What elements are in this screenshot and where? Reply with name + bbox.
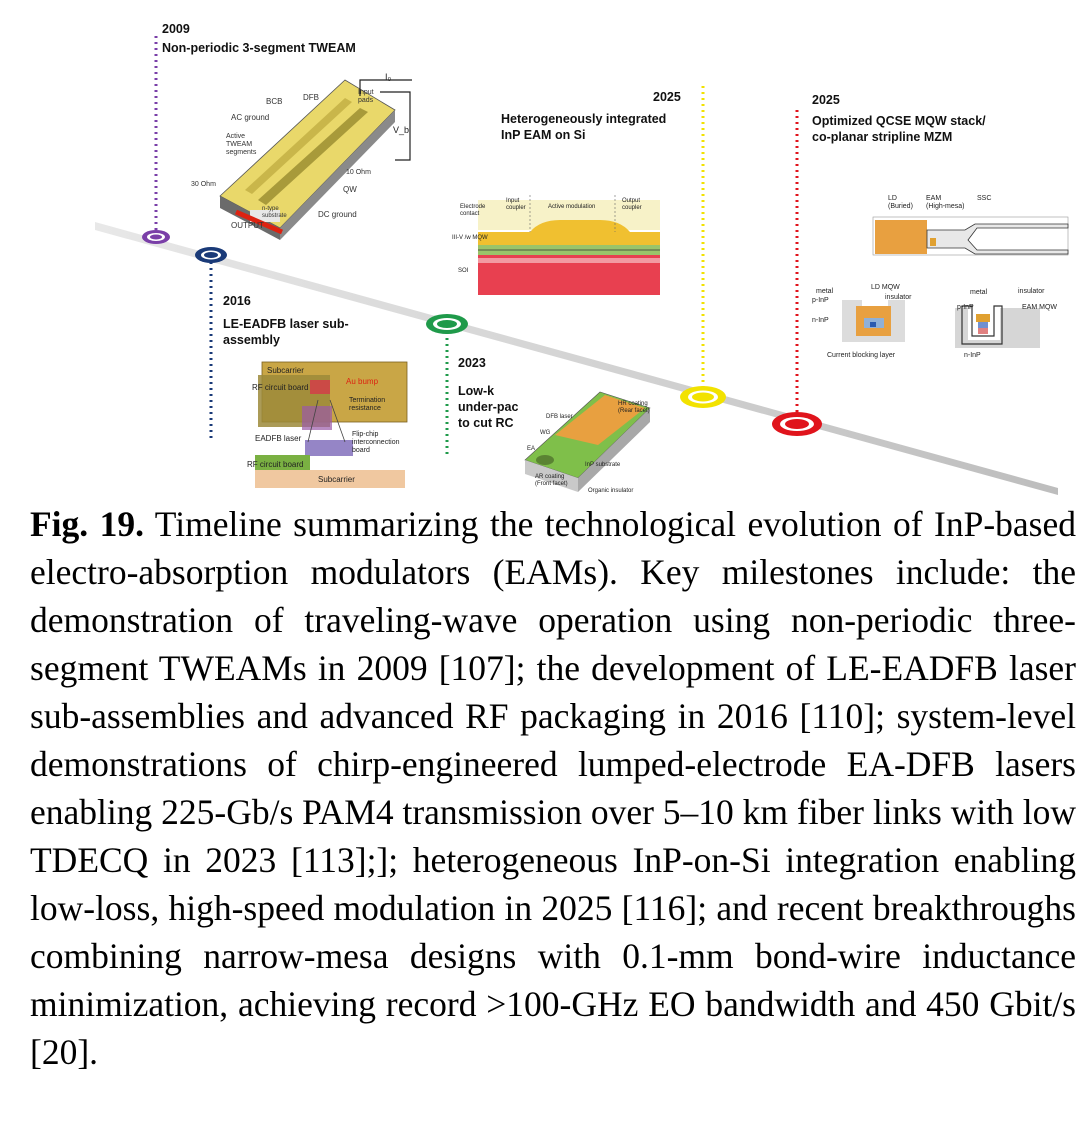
lowk-ea-label: EA	[527, 446, 535, 452]
milestone-2016-label: LE-EADFB laser sub- assembly	[223, 317, 349, 347]
eadfb-rfboard-bottom-label: RF circuit board	[247, 460, 303, 469]
milestone-2023-label: Low-k under-pac to cut RC	[458, 384, 519, 430]
tweam-bcb-label: BCB	[266, 97, 282, 106]
mzm-insulator1-label: insulator	[885, 294, 912, 301]
caption-text: Timeline summarizing the technological e…	[30, 504, 1076, 1072]
tweam-30ohm-label: 30 Ohm	[191, 181, 216, 188]
caption-figure-number: Fig. 19.	[30, 504, 144, 544]
tweam-acground-label: AC ground	[231, 113, 269, 122]
marker-2023	[426, 314, 468, 334]
tweam-dfb-label: DFB	[303, 93, 319, 102]
si-soi-label: SOI	[458, 268, 469, 274]
si-mqw-label: III-V /w MQW	[452, 235, 488, 241]
tweam-10ohm-label: 10 Ohm	[346, 169, 371, 176]
milestone-2025-mzm-year: 2025	[812, 93, 840, 107]
lowk-ar-label: AR coating(Front facet)	[535, 474, 568, 487]
mzm-ssc-label: SSC	[977, 195, 991, 202]
milestone-2025-mzm-label: Optimized QCSE MQW stack/ co-planar stri…	[812, 114, 986, 144]
marker-2025-si	[680, 386, 726, 408]
mzm-cbl-label: Current blocking layer	[827, 352, 896, 359]
mzm-ninp2-label: n-InP	[964, 352, 981, 359]
lowk-dfb-label: DFB laser	[546, 414, 573, 420]
mzm-insulator2-label: insulator	[1018, 288, 1045, 295]
si-active-label: Active modulation	[548, 204, 595, 210]
eadfb-subcarrier-bottom-label: Subcarrier	[318, 475, 355, 484]
tweam-vb-label: V_b	[393, 125, 409, 135]
eadfb-rfboard-top-label: RF circuit board	[252, 383, 308, 392]
mzm-metal1-label: metal	[816, 288, 834, 295]
tweam-dcground-label: DC ground	[318, 210, 357, 219]
mzm-illustration: LD(Buried) EAM(High-mesa) SSC metal LD M…	[812, 195, 1069, 359]
eadfb-aubump-label: Au bump	[346, 377, 379, 386]
milestone-2025-si-year: 2025	[653, 90, 681, 104]
tweam-output-label: OUTPUT	[231, 221, 264, 230]
mzm-ninp1-label: n-InP	[812, 317, 829, 324]
marker-2025-mzm	[772, 412, 822, 436]
lowk-hr-label: HR coating(Rear facet)	[618, 401, 650, 414]
lowk-wg-label: WG	[540, 430, 551, 436]
milestone-2025-si-label: Heterogeneously integrated InP EAM on Si	[501, 112, 667, 142]
eadfb-laser-label: EADFB laser	[255, 434, 302, 443]
tweam-io-label: I₀	[385, 72, 392, 82]
figure-caption: Fig. 19. Timeline summarizing the techno…	[30, 500, 1076, 1076]
milestone-2016-year: 2016	[223, 294, 251, 308]
mzm-ld-label: LD(Buried)	[888, 195, 913, 210]
mzm-pinp2-label: p-InP	[957, 304, 974, 311]
mzm-metal2-label: metal	[970, 289, 988, 296]
marker-2016	[195, 247, 227, 263]
lowk-inp-label: InP substrate	[585, 462, 621, 468]
mzm-eammqw-label: EAM MQW	[1022, 304, 1057, 311]
eadfb-subcarrier-top-label: Subcarrier	[267, 366, 304, 375]
lowk-organic-label: Organic insulator	[588, 488, 633, 494]
mzm-eam-label: EAM(High-mesa)	[926, 195, 965, 210]
milestone-2023-year: 2023	[458, 356, 486, 370]
mzm-pinp1-label: p-InP	[812, 297, 829, 304]
lowk-underpad-illustration: HR coating(Rear facet) DFB laser WG EA A…	[524, 391, 651, 494]
tweam-qw-label: QW	[343, 185, 357, 194]
marker-2009	[142, 230, 170, 244]
milestone-2009-label: Non-periodic 3-segment TWEAM	[162, 41, 356, 55]
eadfb-subassembly-illustration: Subcarrier RF circuit board Au bump Term…	[247, 361, 408, 488]
mzm-ldmqw-label: LD MQW	[871, 284, 900, 291]
milestone-2009-year: 2009	[162, 22, 190, 36]
